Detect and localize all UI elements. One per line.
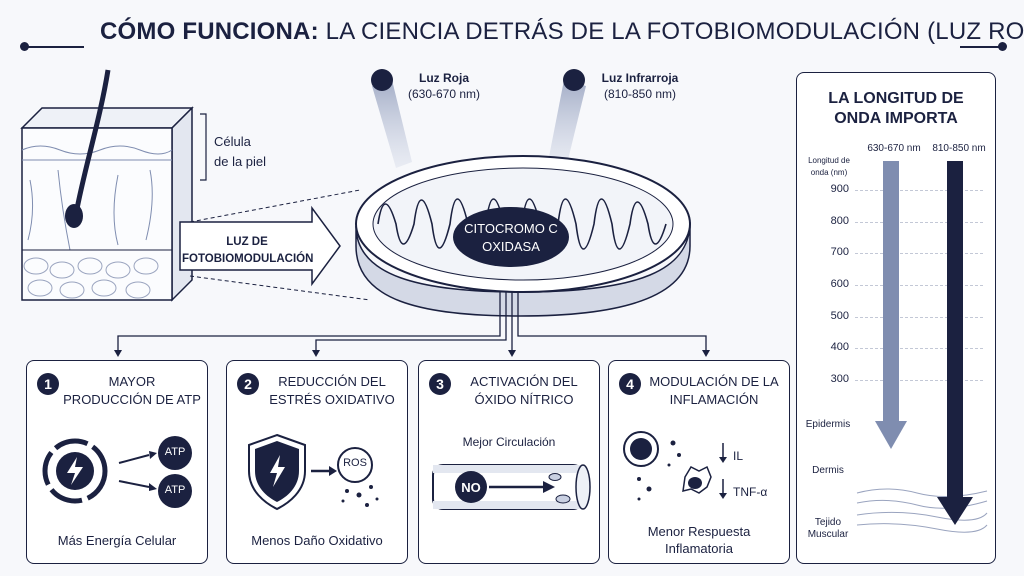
tick-label: 600 [830,278,849,290]
no-molecule-icon [455,471,487,503]
ros-badge-text: ROS [343,457,367,469]
effect-card-oxidative: 2 Reducción del Estrés Oxidativo ROS Men… [226,360,408,564]
mitochondrion [355,155,691,317]
card-number: 3 [429,373,451,395]
card-title: Activación del Óxido Nítrico [470,374,578,407]
light-arrow-label-line2: FOTOBIOMODULACIÓN [182,253,314,265]
tick-label: 900 [830,183,849,195]
skin-label-bracket [200,113,207,181]
card-footer: Menor Respuesta Inflamatoria [647,524,751,556]
card-number: 1 [37,373,59,395]
card-footer: Menos Daño Oxidativo [251,533,383,548]
column-red-label: 630-670 nm [867,143,921,154]
light-arrow-label-line1: LUZ DE [226,236,268,248]
infrared-penetration-arrow [947,161,963,501]
title-rest: LA CIENCIA DETRÁS DE LA FOTOBIOMODULACIÓ… [325,18,1024,45]
tick-label: 700 [830,246,849,258]
skin-cell-label: Célula de la piel [214,132,284,172]
cytochrome-label-line2: OXIDASA [482,239,540,254]
red-light-beam [372,80,412,168]
layer-muscle: Tejido Muscular [807,517,849,540]
light-arrow-label: LUZ DE FOTOBIOMODULACIÓN [182,234,314,268]
tick-line [855,285,983,286]
title-left-rule [26,46,84,48]
tick-label: 400 [830,341,849,353]
page-title: CÓMO FUNCIONA: LA CIENCIA DETRÁS DE LA F… [100,18,1024,46]
card-number: 4 [619,373,641,395]
red-light-label: Luz Roja (630-670 nm) [396,70,492,102]
red-light-range: (630-670 nm) [407,87,481,101]
il-marker: IL [733,449,744,463]
infrared-light-name: Luz Infrarroja [601,71,679,85]
cytochrome-label: CITOCROMO C OXIDASA [453,220,569,256]
title-right-rule [960,46,1000,48]
layer-dermis: Dermis [812,465,844,476]
card-title: Modulación de la Inflamación [649,374,779,407]
tick-label: 500 [830,310,849,322]
effect-card-atp: 1 Mayor Producción de ATP ATP ATP Más En… [26,360,208,564]
ros-molecule-icon [337,447,373,483]
effect-card-inflammation: 4 Modulación de la Inflamación IL TNF-α … [608,360,790,564]
title-right-dot [998,42,1007,51]
wavelength-axis-label: Longitud de onda (nm) [808,156,850,177]
tick-label: 300 [830,373,849,385]
red-penetration-arrow [883,161,899,423]
blood-vessel-illustration [432,464,591,510]
header: CÓMO FUNCIONA: LA CIENCIA DETRÁS DE LA F… [0,14,1024,54]
effect-card-nitric-oxide: 3 Activación del Óxido Nítrico Mejor Cir… [418,360,600,564]
column-infrared-label: 810-850 nm [932,143,986,154]
light-arrow [179,205,341,287]
infrared-light-source-icon [563,69,585,91]
card-title: Reducción del Estrés Oxidativo [269,374,395,407]
card-title: Mayor Producción de ATP [63,374,201,407]
atp-badge-2-text: ATP [164,484,186,496]
card-number: 2 [237,373,259,395]
tick-line [855,380,983,381]
atp-badge-icon [158,436,192,470]
title-left-dot [20,42,29,51]
card-footer: Más Energía Celular [57,533,177,548]
tick-label: 800 [830,215,849,227]
oxidative-illustration [248,433,379,511]
connector-arrowheads [114,350,710,357]
tick-line [855,190,983,191]
skin-cell-label-line2: de la piel [214,154,267,169]
cytochrome-label-line1: CITOCROMO C [464,221,558,236]
red-light-name: Luz Roja [419,71,469,85]
infrared-light-range: (810-850 nm) [603,87,677,101]
penetration-arrows [856,161,988,533]
tnf-marker: TNF-α [733,485,768,499]
layer-epidermis: Epidermis [805,419,851,430]
red-light-source-icon [371,69,393,91]
zoom-line-bottom [189,275,371,301]
no-badge-text: NO [461,480,481,495]
title-bold: CÓMO FUNCIONA: [100,18,319,45]
atp-badge-icon [158,474,192,508]
infrared-light-beam [548,80,586,168]
zoom-line-top [189,189,361,223]
tick-line [855,222,983,223]
atp-illustration [42,436,192,508]
circulation-label: Mejor Circulación [462,435,556,449]
tick-line [855,348,983,349]
inflammation-illustration [623,431,727,501]
wavelength-title: La Longitud de Onda Importa [828,90,964,127]
atp-badge-1-text: ATP [164,446,186,458]
skin-cell-label-line1: Célula [214,134,251,149]
effect-connectors [117,292,707,352]
mechanism-illustration [20,69,710,357]
skin-cell-block [20,69,194,302]
tick-line [855,253,983,254]
infrared-light-label: Luz Infrarroja (810-850 nm) [588,70,692,102]
wavelength-panel: La Longitud de Onda Importa Longitud de … [796,72,996,564]
tick-line [855,317,983,318]
